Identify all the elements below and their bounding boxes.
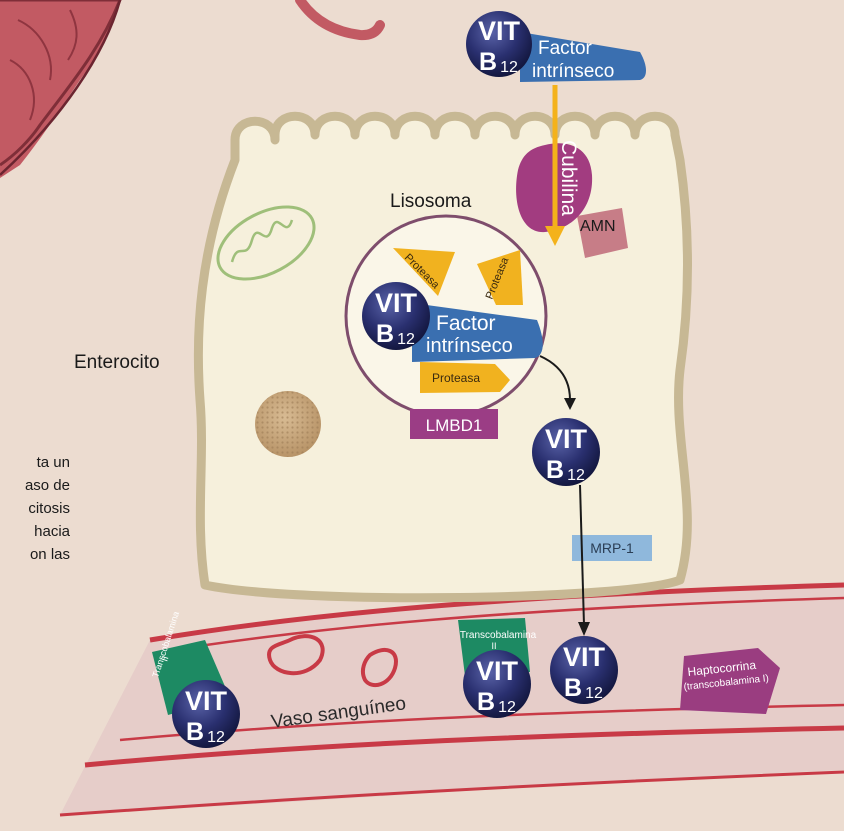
- svg-text:VIT: VIT: [476, 656, 519, 686]
- svg-text:VIT: VIT: [478, 16, 521, 46]
- svg-text:VIT: VIT: [375, 288, 418, 318]
- svg-text:VIT: VIT: [185, 686, 228, 716]
- side-caption-line-5: on las: [30, 546, 70, 563]
- svg-text:12: 12: [500, 59, 518, 76]
- lysosome-factor-label-1: Factor: [436, 312, 496, 335]
- side-caption-line-4: hacia: [34, 523, 71, 540]
- svg-text:12: 12: [207, 729, 225, 746]
- svg-text:B: B: [479, 48, 497, 76]
- svg-text:12: 12: [397, 331, 415, 348]
- svg-text:B: B: [477, 688, 495, 716]
- svg-text:12: 12: [567, 467, 585, 484]
- protease-label-3: Proteasa: [432, 371, 480, 385]
- svg-text:VIT: VIT: [545, 424, 588, 454]
- top-factor-label-2: intrínseco: [532, 61, 614, 82]
- vit-b12-vessel-right: VIT B 12: [550, 636, 618, 704]
- vit-b12-free: VIT B 12: [532, 418, 600, 486]
- enterocito-label: Enterocito: [74, 352, 160, 373]
- side-caption-line-2: aso de: [25, 477, 70, 494]
- side-caption: ta un aso de citosis hacia on las: [25, 454, 71, 563]
- cubilina-label: Cubilina: [557, 140, 580, 216]
- vit-b12-vessel-center: VIT B 12: [463, 650, 531, 718]
- svg-text:B: B: [564, 674, 582, 702]
- storage-granule: [255, 391, 321, 457]
- lmbd1-label: LMBD1: [426, 416, 483, 435]
- vit-b12-lysosome: VIT B 12: [362, 282, 430, 350]
- svg-text:B: B: [186, 718, 204, 746]
- lisosoma-label: Lisosoma: [390, 191, 472, 212]
- side-caption-line-3: citosis: [28, 500, 70, 517]
- transcobalamina-center-label-2: II: [491, 641, 496, 651]
- transcobalamina-center-label-1: Transcobalamina: [460, 630, 537, 641]
- lysosome-factor-label-2: intrínseco: [426, 335, 513, 357]
- svg-text:B: B: [376, 320, 394, 348]
- amn-label: AMN: [580, 218, 616, 235]
- svg-text:B: B: [546, 456, 564, 484]
- side-caption-line-1: ta un: [37, 454, 70, 471]
- svg-text:12: 12: [585, 685, 603, 702]
- top-factor-label-1: Factor: [538, 38, 593, 59]
- vit-b12-top: VIT B 12: [466, 11, 532, 77]
- svg-text:VIT: VIT: [563, 642, 606, 672]
- svg-text:12: 12: [498, 699, 516, 716]
- mrp1-label: MRP-1: [590, 540, 634, 556]
- vit-b12-vessel-left: VIT B 12: [172, 680, 240, 748]
